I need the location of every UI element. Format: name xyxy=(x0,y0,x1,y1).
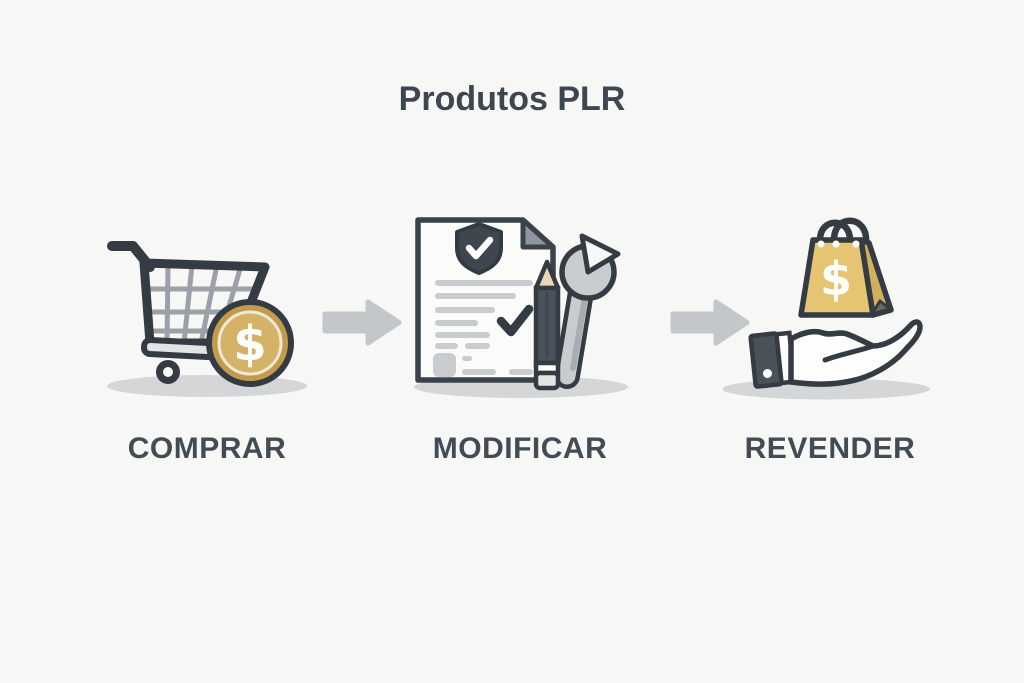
bag-dollar-symbol: $ xyxy=(819,252,851,306)
document-text-lines xyxy=(432,280,533,377)
step-label-revender: REVENDER xyxy=(744,432,916,465)
shield-check-icon xyxy=(454,222,503,275)
step-comprar: $ COMPRAR xyxy=(57,200,357,466)
sleeve-cuff xyxy=(747,330,797,389)
checkmark-icon xyxy=(496,304,533,337)
cart-grid xyxy=(146,263,256,344)
open-hand-icon xyxy=(787,319,923,387)
shopping-cart-icon: $ xyxy=(107,241,307,397)
wrench-icon xyxy=(553,233,620,389)
shopping-bag-icon: $ xyxy=(797,217,894,318)
dollar-coin-icon: $ xyxy=(206,299,294,387)
arrow-right-icon xyxy=(322,299,402,346)
step-revender: $ REVENDER xyxy=(680,200,980,466)
arrow-right-icon xyxy=(670,299,750,346)
cart-wheel xyxy=(156,360,180,384)
document-edit-icon xyxy=(413,217,628,398)
ground-shadow xyxy=(107,375,307,397)
step-modificar: MODIFICAR xyxy=(370,200,670,466)
pencil-icon xyxy=(533,259,560,391)
step-label-modificar: MODIFICAR xyxy=(432,432,608,465)
step-label-comprar: COMPRAR xyxy=(127,432,287,465)
coin-dollar-symbol: $ xyxy=(233,316,266,372)
hand-holding-bag-icon: $ xyxy=(722,217,930,400)
page-title: Produtos PLR xyxy=(398,80,626,118)
